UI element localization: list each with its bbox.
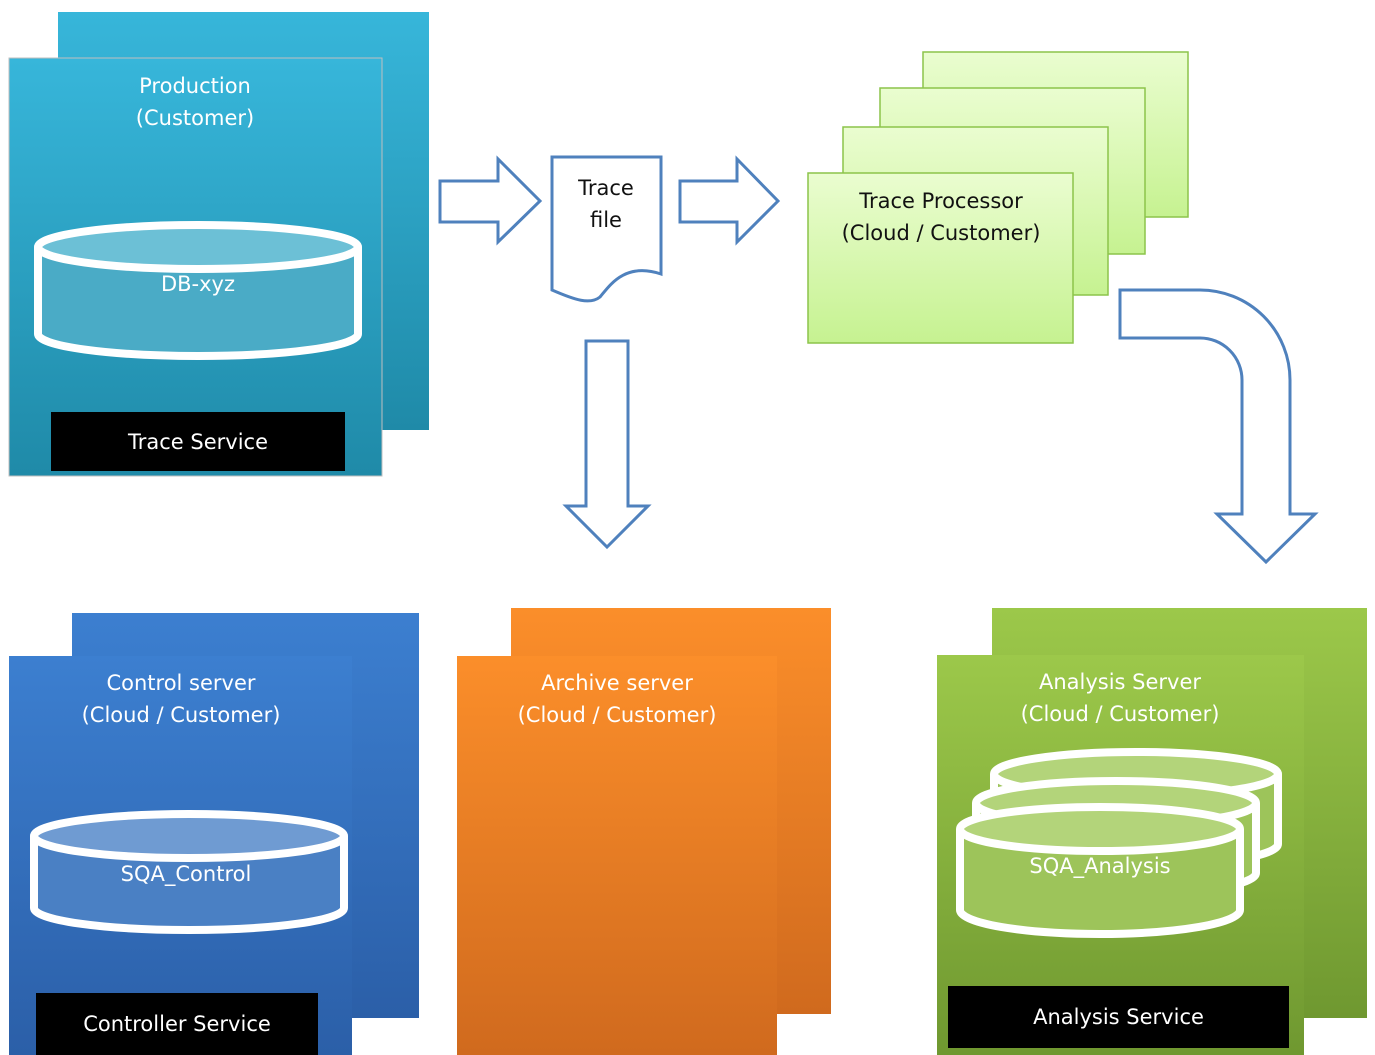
archive-front-page: [457, 656, 777, 1055]
production-server: [8, 12, 429, 477]
control-server: [9, 613, 419, 1055]
sqa-control-label: SQA_Control: [120, 862, 252, 886]
trace-service-label: Trace Service: [51, 412, 345, 471]
analysis-service-label: Analysis Service: [948, 986, 1289, 1048]
trace-processor-page-1: [807, 172, 1074, 344]
trace-processor-label: Trace Processor (Cloud / Customer): [841, 189, 1041, 245]
control-server-title: Control server (Cloud / Customer): [81, 671, 281, 727]
production-title: Production (Customer): [135, 74, 255, 130]
arrow-to-analysis-server: [1118, 288, 1319, 565]
controller-service-label: Controller Service: [36, 993, 318, 1055]
trace-file-document: [550, 155, 663, 303]
archive-server-title: Archive server (Cloud / Customer): [517, 671, 717, 727]
trace-file-label: Trace file: [578, 176, 634, 232]
arrow-to-trace-processor: [678, 155, 781, 246]
sqa-control-cylinder: [30, 810, 348, 934]
sqa-analysis-cylinder-front: [956, 803, 1244, 938]
arrow-to-archive-server: [562, 339, 652, 550]
archive-server: [457, 608, 831, 1055]
trace-processor-stack: [807, 51, 1189, 344]
db-xyz-label: DB-xyz: [160, 272, 236, 296]
sqa-analysis-label: SQA_Analysis: [1029, 854, 1171, 878]
analysis-server-title: Analysis Server (Cloud / Customer): [1020, 670, 1220, 726]
db-xyz-cylinder: [34, 221, 362, 360]
arrow-to-trace-file: [438, 155, 543, 246]
